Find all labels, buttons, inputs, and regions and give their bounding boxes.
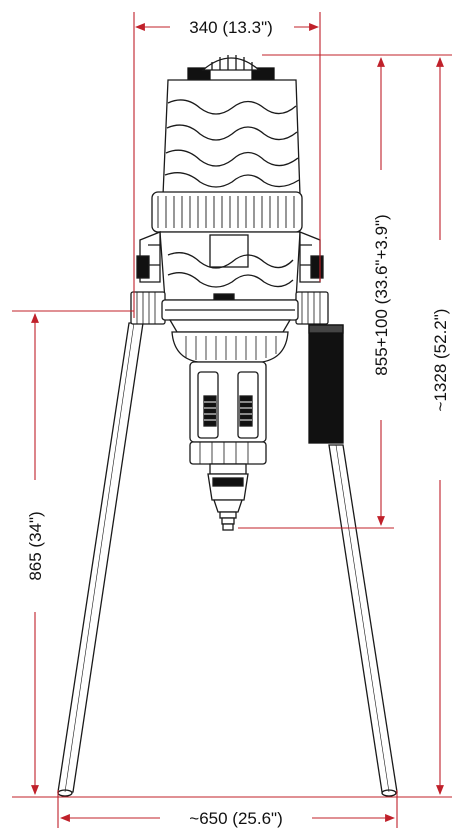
outlet-fitting xyxy=(295,291,329,325)
hose-sleeve xyxy=(308,324,344,444)
upper-body xyxy=(162,79,301,196)
dim-label-height-inner: 855+100 (33.6"+3.9") xyxy=(372,214,391,375)
right-leg xyxy=(328,444,398,797)
suction-nozzle xyxy=(207,473,249,531)
dim-label-height-left: 865 (34") xyxy=(26,511,45,580)
dim-label-width-bottom: ~650 (25.6") xyxy=(189,809,282,828)
inlet-fitting xyxy=(130,291,166,325)
dim-label-height-outer: ~1328 (52.2") xyxy=(431,309,450,412)
label-window xyxy=(209,234,249,268)
pump-drawing xyxy=(57,55,398,797)
left-bracket xyxy=(136,231,161,283)
top-knob xyxy=(187,55,275,81)
dimension-lines xyxy=(12,12,452,828)
dosing-housing xyxy=(189,361,267,443)
lower-flange xyxy=(161,299,299,363)
ribbed-collar xyxy=(151,191,303,233)
left-leg xyxy=(57,322,144,797)
dim-label-width-top: 340 (13.3") xyxy=(189,18,273,37)
lower-connector xyxy=(189,441,267,475)
middle-body xyxy=(159,231,301,302)
